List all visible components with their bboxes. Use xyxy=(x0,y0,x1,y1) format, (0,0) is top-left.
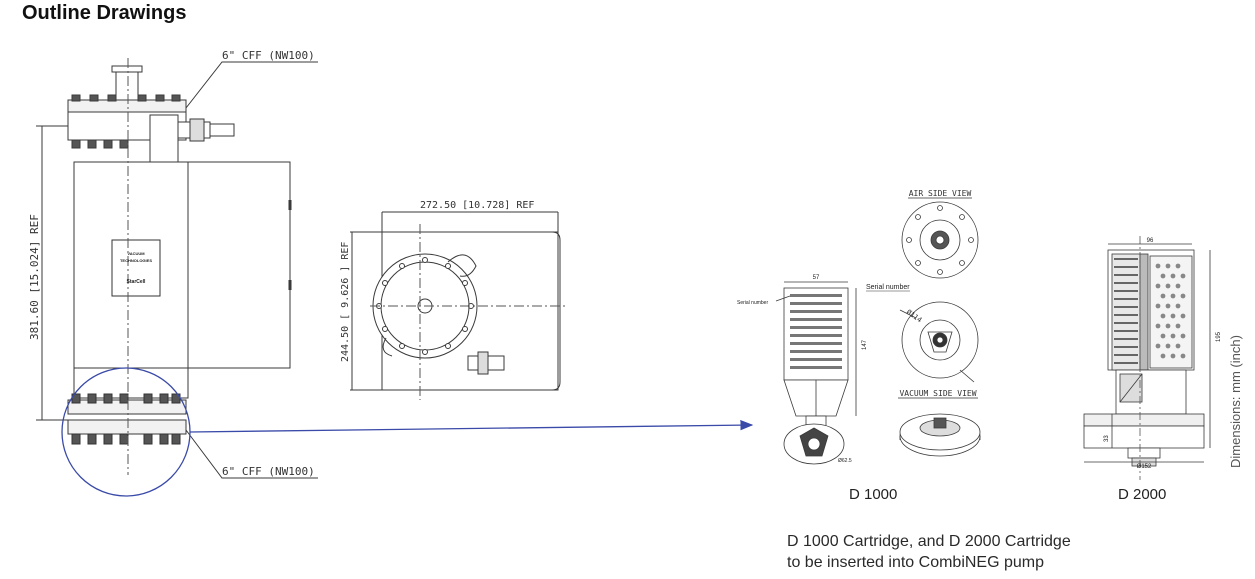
d1000-height-dim: 147 xyxy=(862,339,868,350)
nameplate-line-2: TECHNOLOGIES xyxy=(120,258,152,263)
air-side-title: AIR SIDE VIEW xyxy=(909,189,972,198)
units-note: Dimensions: mm (inch) xyxy=(1228,335,1243,468)
caption-line-1: D 1000 Cartridge, and D 2000 Cartridge xyxy=(787,533,1071,550)
nameplate-line-1: VACUUM xyxy=(127,251,145,256)
nameplate-line-3: StarCell xyxy=(127,279,147,285)
depth-dimension-label: 244.50 [ 9.626 ] REF xyxy=(340,242,351,362)
cartridge-caption: D 1000 Cartridge, and D 2000 Cartridge t… xyxy=(787,531,1071,573)
vacuum-side-title: VACUUM SIDE VIEW xyxy=(899,389,976,398)
leader-arrow xyxy=(189,419,754,433)
d1000-label: D 1000 xyxy=(849,486,898,503)
bottom-flange-bolts xyxy=(71,393,181,445)
vacuum-side-view xyxy=(899,413,981,457)
height-dimension-label: 381.60 [15.024] REF xyxy=(28,214,41,340)
page-title: Outline Drawings xyxy=(22,2,187,24)
air-side-view xyxy=(901,201,979,279)
flange-serial-label: Serial number xyxy=(866,284,910,291)
d2000-small-dim: 33 xyxy=(1104,435,1110,442)
d1000-serial-label: Serial number xyxy=(737,300,768,306)
top-flange xyxy=(67,99,187,113)
pump-top-view xyxy=(350,211,568,400)
width-dimension-label: 272.50 [10.728] REF xyxy=(420,200,534,211)
pump-side-view xyxy=(36,58,318,479)
d2000-dia-dim: Ø152 xyxy=(1137,464,1152,470)
caption-line-2: to be inserted into CombiNEG pump xyxy=(787,554,1045,571)
d1000-cartridge-drawing xyxy=(775,281,857,465)
d1000-dia-dim: Ø62.5 xyxy=(838,458,852,464)
d2000-width-dim: 96 xyxy=(1147,238,1154,244)
d1000-width-dim: 57 xyxy=(813,275,820,281)
pump-body xyxy=(73,161,291,369)
d2000-label: D 2000 xyxy=(1118,486,1167,503)
top-port-stub xyxy=(115,69,139,101)
vacuum-side-view-middle xyxy=(899,301,979,383)
d2000-cartridge-drawing xyxy=(1083,236,1211,480)
d2000-height-dim: 195 xyxy=(1216,331,1222,342)
bottom-flange-callout: 6" CFF (NW100) xyxy=(222,465,315,478)
top-flange-callout: 6" CFF (NW100) xyxy=(222,49,315,62)
